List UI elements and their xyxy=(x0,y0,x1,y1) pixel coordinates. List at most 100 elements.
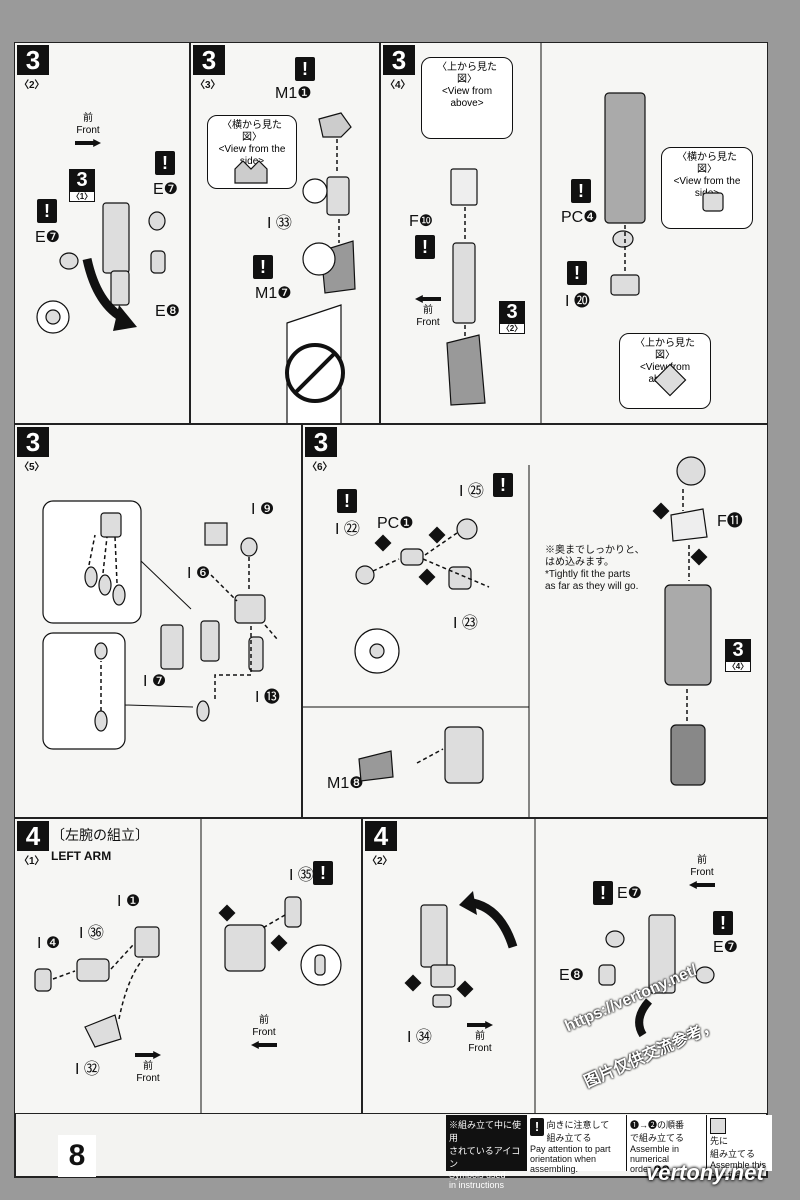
ref-step-box: 3 〈4〉 xyxy=(725,639,751,672)
part-i23-shape xyxy=(448,566,472,590)
panel-step-4-2: 4 〈2〉 I ㉞ 前 Front 前 Front ! E❼ ! E❼ E❽ xyxy=(362,818,768,1114)
legend-numerical-order: ❶→❷の順番 で組み立てる Assemble in numerical orde… xyxy=(626,1115,706,1174)
cover-part-shape xyxy=(446,334,486,406)
front-indicator: 前 Front xyxy=(415,295,441,329)
part-label: I ㉒ xyxy=(335,521,360,538)
legend-attention: ! 向きに注意して 組み立てる Pay attention to part or… xyxy=(526,1115,626,1174)
part-i32-shape xyxy=(84,1014,122,1048)
panel-step-3-2: 3 〈2〉 前 Front ! E❼ 3 〈1〉 ! E❼ E❽ xyxy=(14,42,190,424)
part-label: I ❹ xyxy=(37,935,61,952)
part-i11-shape xyxy=(94,710,108,732)
callout-line xyxy=(140,560,192,610)
part-label: PC❶ xyxy=(377,515,414,532)
part-i25-shape xyxy=(456,518,478,540)
assembly-guide-line xyxy=(52,970,76,980)
assembly-guide-line xyxy=(264,624,278,640)
arm-assembly-shape xyxy=(444,726,484,784)
front-indicator: 前 Front xyxy=(689,855,715,889)
attention-icon: ! xyxy=(313,861,333,885)
part-label: I ㉟ xyxy=(289,867,314,884)
part-i34-shape xyxy=(432,994,452,1008)
part-label: I ㉕ xyxy=(459,483,484,500)
part-i20-shape xyxy=(610,274,640,296)
attention-icon: ! xyxy=(493,473,513,497)
part-label: I ⓴ xyxy=(565,293,590,310)
panel-step-4-1: 4 〈1〉 〔左腕の組立〕 LEFT ARM I ❶ I ❹ I ㊱ I ㉜ 前… xyxy=(14,818,362,1114)
part-label: M1❽ xyxy=(327,775,364,792)
attention-icon: ! xyxy=(713,911,733,935)
part-label: E❽ xyxy=(559,967,585,984)
part-e7-shape xyxy=(59,252,79,270)
panel-step-3-6: 3 〈6〉 ! I ㉒ PC❶ I ㉕ ! I ㉓ M1❽ ※奥までしっかりと、… xyxy=(302,424,768,818)
arm-part-shape xyxy=(110,270,130,306)
step-sub: 〈2〉 xyxy=(19,80,45,91)
watermark-site: vertony.net xyxy=(646,1160,764,1185)
step-number: 3 xyxy=(383,45,415,75)
attention-icon: ! xyxy=(593,881,613,905)
rotate-arrow-icon xyxy=(635,998,653,1038)
part-i22-shape xyxy=(355,565,375,585)
part-i16-shape xyxy=(100,512,122,538)
part-f11-shape xyxy=(670,508,708,542)
step-order-2-icon xyxy=(218,904,236,922)
arm-assembly-shape xyxy=(648,914,676,994)
front-indicator: 前 Front xyxy=(135,1051,161,1085)
part-m1-8-shape xyxy=(358,750,394,782)
part-label: I ㉝ xyxy=(267,215,292,232)
arrow-head-icon xyxy=(113,305,137,331)
part-i4-shape xyxy=(34,968,52,992)
assemble-first-icon xyxy=(204,522,228,546)
arrow-head-icon xyxy=(459,891,477,915)
part-label: E❽ xyxy=(155,303,181,320)
part-f10-shape xyxy=(450,168,478,206)
step-sub: 〈4〉 xyxy=(385,80,411,91)
part-side-view-shape xyxy=(234,160,268,184)
assemble-first-icon xyxy=(710,1118,726,1134)
assembly-guide-line xyxy=(118,958,144,1020)
assembly-guide-line xyxy=(416,748,444,764)
step-order-2-icon xyxy=(690,548,708,566)
step-number: 3 xyxy=(193,45,225,75)
assembly-guide-line xyxy=(260,914,286,930)
attention-icon: ! xyxy=(571,179,591,203)
step-sub: 〈2〉 xyxy=(367,856,393,867)
legend-title: ※組み立て中に使用 されているアイコン Symbols used in inst… xyxy=(449,1120,522,1190)
attention-icon: ! xyxy=(295,57,315,81)
front-arrow-icon xyxy=(75,139,101,147)
step-number: 3 xyxy=(17,427,49,457)
callout-line xyxy=(124,704,194,708)
step-sub: 〈1〉 xyxy=(19,856,45,867)
part-e8-shape xyxy=(598,964,616,986)
step-order-2-icon xyxy=(428,526,446,544)
attention-icon: ! xyxy=(530,1118,544,1136)
detail-box xyxy=(42,632,126,750)
attention-icon: ! xyxy=(415,235,435,259)
finger-part-shape xyxy=(98,574,112,596)
part-label: I ❶ xyxy=(117,893,141,910)
step-order-3-icon xyxy=(418,568,436,586)
part-label: M1❼ xyxy=(255,285,292,302)
part-m1-1-shape xyxy=(318,112,352,138)
assembly-guide-line xyxy=(88,534,96,566)
part-label: F⓫ xyxy=(717,513,743,530)
part-i1-shape xyxy=(134,926,160,958)
ref-step-box: 3 〈1〉 xyxy=(69,169,95,202)
part-pc1-shape xyxy=(400,548,424,566)
step-order-2-icon xyxy=(404,974,422,992)
part-label: I ㉞ xyxy=(407,1029,432,1046)
hand-part-shape xyxy=(430,964,456,988)
assembly-drawing xyxy=(303,456,712,817)
panel-step-3-3: 3 〈3〉 ! M1❶ 〈横から見た図〉 <View from the side… xyxy=(190,42,380,424)
front-indicator: 前 Front xyxy=(251,1015,277,1049)
front-arrow-icon xyxy=(135,1051,161,1059)
part-pc4-shape xyxy=(612,230,634,248)
part-label: E❼ xyxy=(153,181,179,198)
detail-part-shape xyxy=(45,309,61,325)
detail-part-shape xyxy=(369,643,385,659)
shoulder-joint-shape xyxy=(676,456,706,486)
assembly-drawing xyxy=(446,43,724,423)
arm-part-shape xyxy=(102,202,130,274)
step-sub: 〈5〉 xyxy=(19,462,45,473)
part-label: I ㉜ xyxy=(75,1061,100,1078)
finger-part-shape xyxy=(112,584,126,606)
